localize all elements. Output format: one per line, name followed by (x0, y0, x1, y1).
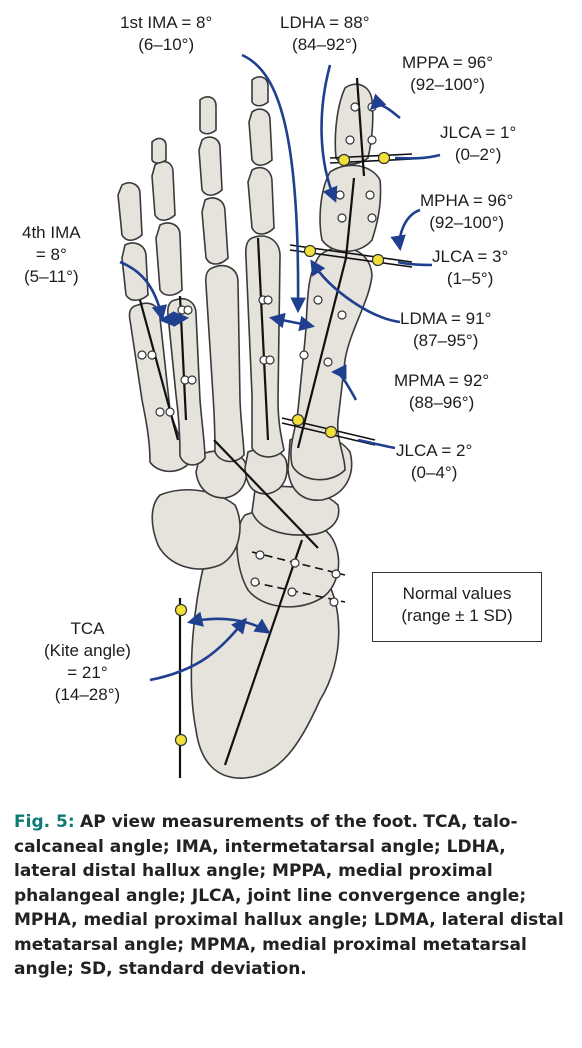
label-mpha: MPHA = 96° (92–100°) (420, 190, 513, 234)
label-tca-name: TCA (70, 619, 105, 638)
label-jlca-3: JLCA = 2° (0–4°) (396, 440, 472, 484)
foot-skeleton-illustration (117, 53, 441, 779)
figure-caption: Fig. 5: AP view measurements of the foot… (14, 810, 574, 982)
legend-line-2: (range ± 1 SD) (401, 606, 513, 625)
toe4-proximal (155, 222, 183, 297)
label-jlca-1-name: JLCA = 1° (440, 123, 517, 142)
label-4th-ima-range: (5–11°) (23, 267, 79, 286)
legend-text: Normal values (range ± 1 SD) (373, 573, 541, 627)
label-4th-ima: 4th IMA = 8° (5–11°) (22, 222, 81, 288)
label-tca-range: (14–28°) (54, 685, 121, 704)
label-mpma: MPMA = 92° (88–96°) (394, 370, 489, 414)
label-ldha: LDHA = 88° (84–92°) (280, 12, 370, 56)
toe2-distal (248, 108, 273, 167)
legend-line-1: Normal values (402, 584, 512, 603)
metatarsal-3 (204, 264, 245, 463)
label-tca-value: = 21° (67, 663, 108, 682)
label-mpha-range: (92–100°) (429, 213, 505, 232)
label-1st-ima: 1st IMA = 8° (6–10°) (120, 12, 212, 56)
label-jlca-2-name: JLCA = 3° (432, 247, 509, 266)
label-mppa-range: (92–100°) (410, 75, 485, 94)
toe3-tip (199, 96, 217, 135)
label-jlca-1-range: (0–2°) (454, 145, 502, 164)
caption-body: TCA, talo-calcaneal angle; IMA, intermet… (14, 812, 564, 979)
label-ldma-range: (87–95°) (412, 331, 479, 350)
toe5-distal (117, 182, 143, 242)
label-1st-ima-range: (6–10°) (138, 35, 195, 54)
caption-colon: : (67, 812, 75, 832)
caption-fig-label: Fig. 5 (14, 812, 68, 832)
label-ldha-range: (84–92°) (292, 35, 358, 54)
toe4-distal (151, 160, 176, 222)
toe3-proximal (201, 197, 229, 265)
cuboid (151, 489, 241, 570)
label-ldha-name: LDHA = 88° (280, 13, 370, 32)
label-mpha-name: MPHA = 96° (420, 191, 514, 210)
angle-arrows (119, 53, 441, 682)
toe2-proximal (247, 166, 275, 235)
bones (117, 76, 382, 779)
label-ldma: LDMA = 91° (87–95°) (400, 308, 491, 352)
label-jlca-1: JLCA = 1° (0–2°) (440, 122, 516, 166)
label-mppa: MPPA = 96° (92–100°) (402, 52, 493, 96)
label-jlca-3-range: (0–4°) (410, 463, 458, 482)
label-ldma-name: LDMA = 91° (400, 309, 492, 328)
label-1st-ima-name: 1st IMA = 8° (120, 13, 213, 32)
metatarsal-2 (244, 235, 285, 458)
label-4th-ima-value: = 8° (35, 245, 67, 264)
label-mpma-range: (88–96°) (408, 393, 475, 412)
label-jlca-3-name: JLCA = 2° (396, 441, 473, 460)
label-tca-alt: (Kite angle) (44, 641, 131, 660)
foot-diagram: 1st IMA = 8° (6–10°) LDHA = 88° (84–92°)… (22, 12, 542, 779)
axis-lines (138, 77, 366, 778)
normal-values-legend: Normal values (range ± 1 SD) (372, 572, 542, 642)
caption-title: AP view measurements of the foot. (80, 812, 419, 832)
toe4-tip (151, 137, 167, 164)
label-mpma-name: MPMA = 92° (394, 371, 490, 390)
hallux-distal (334, 83, 374, 165)
joint-markers-yellow (174, 151, 391, 747)
toe3-distal (198, 136, 223, 197)
label-tca: TCA (Kite angle) = 21° (14–28°) (44, 618, 131, 706)
toe2-tip (251, 76, 269, 107)
label-mppa-name: MPPA = 96° (402, 53, 494, 72)
label-4th-ima-name: 4th IMA (22, 223, 81, 242)
label-jlca-2: JLCA = 3° (1–5°) (432, 246, 508, 290)
label-jlca-2-range: (1–5°) (446, 269, 494, 288)
